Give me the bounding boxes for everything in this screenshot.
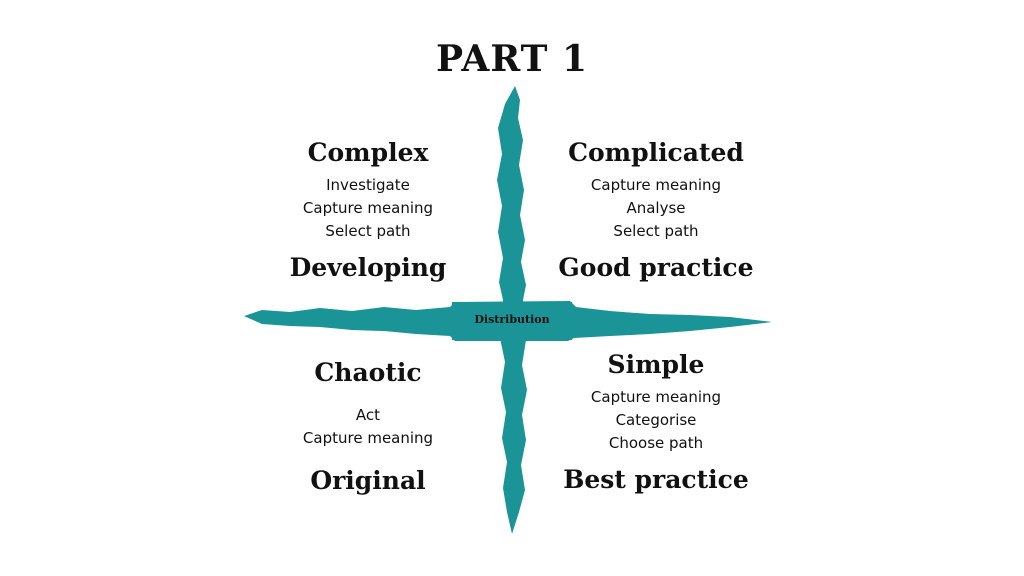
quadrant-heading: Complicated [568,138,744,167]
center-band [452,302,572,340]
quadrant-footer: Best practice [563,465,749,494]
quadrant-item: Choose path [608,434,704,452]
quadrant-chaotic: Chaotic Act Capture meaning Original [248,358,488,496]
quadrant-heading: Simple [607,350,705,379]
quadrant-footer: Developing [289,253,447,282]
page-title: PART 1 [435,38,589,80]
quadrant-simple: Simple Capture meaning Categorise Choose… [536,350,776,495]
quadrant-item: Analyse [626,199,686,217]
quadrant-item: Capture meaning [590,388,722,406]
quadrant-item: Select path [325,222,411,240]
quadrant-complicated: Complicated Capture meaning Analyse Sele… [536,138,776,283]
quadrant-item: Select path [613,222,699,240]
quadrant-item: Act [355,406,381,424]
quadrant-item: Capture meaning [302,429,434,447]
quadrant-item: Investigate [326,176,410,194]
quadrant-footer: Good practice [558,253,754,282]
quadrant-heading: Chaotic [314,358,422,387]
quadrant-item: Capture meaning [302,199,434,217]
quadrant-complex: Complex Investigate Capture meaning Sele… [248,138,488,283]
quadrant-item: Categorise [615,411,697,429]
quadrant-item: Capture meaning [590,176,722,194]
quadrant-footer: Original [310,466,426,495]
quadrant-heading: Complex [307,138,429,167]
center-label: Distribution [474,313,550,326]
